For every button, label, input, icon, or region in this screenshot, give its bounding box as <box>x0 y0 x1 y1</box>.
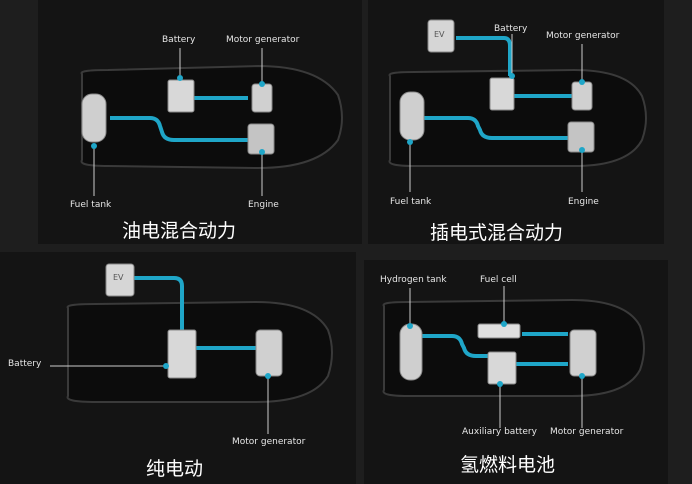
node-dot <box>177 75 183 81</box>
car-silhouette <box>66 300 333 403</box>
fuel-cell-icon <box>477 323 521 339</box>
fuel-tank-icon <box>81 93 107 143</box>
label-hydrogen-tank: Hydrogen tank <box>380 275 447 285</box>
motor-generator-icon <box>571 81 593 111</box>
panel-fuel-cell: Hydrogen tank Fuel cell Auxiliary batter… <box>364 260 668 484</box>
motor-generator-icon <box>255 329 283 377</box>
battery-electric-diagram <box>50 263 333 434</box>
auxiliary-battery-icon <box>487 351 517 385</box>
label-fuel-tank: Fuel tank <box>390 197 432 207</box>
hybrid-diagram <box>80 48 343 196</box>
label-engine: Engine <box>568 197 599 207</box>
label-battery: Battery <box>494 24 528 34</box>
link-fueltank-engine <box>420 116 572 140</box>
link-tank-cell <box>420 334 488 358</box>
panel-title: 油电混合动力 <box>122 220 237 242</box>
label-motor-generator: Motor generator <box>550 427 624 437</box>
link-plug-battery <box>134 276 184 330</box>
panel-battery-electric: EV Battery Motor generator 纯电动 <box>0 252 356 484</box>
ev-plug-icon <box>427 19 455 53</box>
label-fuel-tank: Fuel tank <box>70 200 112 210</box>
fuel-tank-icon <box>399 91 425 141</box>
car-silhouette <box>80 64 343 170</box>
link-fueltank-engine <box>110 116 248 142</box>
node-dot <box>579 147 585 153</box>
node-dot <box>259 149 265 155</box>
label-motor-generator: Motor generator <box>232 437 306 447</box>
label-battery: Battery <box>162 35 196 45</box>
motor-generator-icon <box>569 329 597 377</box>
battery-icon <box>167 329 197 379</box>
panel-title: 插电式混合动力 <box>430 222 564 244</box>
battery-icon <box>167 79 195 113</box>
panel-title: 纯电动 <box>146 458 204 480</box>
plugin-hybrid-diagram <box>388 19 647 192</box>
node-dot <box>407 139 413 145</box>
node-dot <box>265 373 271 379</box>
fuel-cell-diagram <box>382 286 645 428</box>
link-plug-battery <box>456 36 512 76</box>
label-fuel-cell: Fuel cell <box>480 275 517 285</box>
ev-plug-icon <box>105 263 135 297</box>
node-dot <box>509 73 515 79</box>
label-engine: Engine <box>248 200 279 210</box>
node-dot <box>579 373 585 379</box>
node-dot <box>497 381 503 387</box>
node-dot <box>163 363 169 369</box>
node-dot <box>91 143 97 149</box>
panel-title: 氢燃料电池 <box>460 454 556 476</box>
label-battery: Battery <box>8 359 42 369</box>
label-motor-generator: Motor generator <box>546 31 620 41</box>
ev-plug-text: EV <box>434 30 445 39</box>
node-dot <box>259 81 265 87</box>
label-motor-generator: Motor generator <box>226 35 300 45</box>
node-dot <box>579 79 585 85</box>
hydrogen-tank-icon <box>399 323 423 381</box>
node-dot <box>407 323 413 329</box>
motor-generator-icon <box>251 83 273 113</box>
panel-hybrid: Battery Motor generator Fuel tank Engine… <box>38 0 362 244</box>
ev-plug-text: EV <box>113 273 124 282</box>
panel-plugin-hybrid: EV Battery Motor generator Fuel tank Eng… <box>368 0 664 244</box>
label-auxiliary-battery: Auxiliary battery <box>462 427 537 437</box>
battery-icon <box>489 77 515 111</box>
node-dot <box>501 321 507 327</box>
